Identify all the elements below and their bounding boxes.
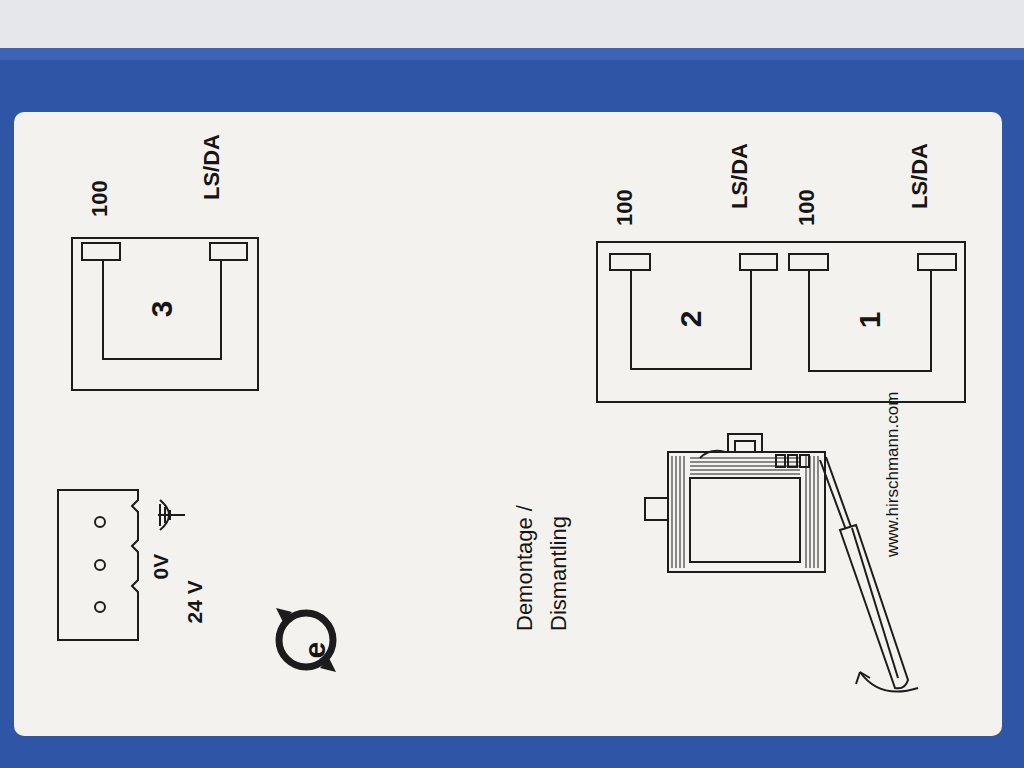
module-frame [597,242,965,402]
port-label: 100 [87,189,124,217]
website-url: www.hirschmann.com [883,535,1024,557]
module-frame [72,238,258,390]
module-number: 3 [145,301,179,318]
port-label: LS/DA [727,181,793,209]
ground-symbol [158,500,185,530]
port-label: 100 [794,198,819,226]
recycle-icon [276,608,336,672]
blue-housing [0,48,1024,768]
instruction-text: Demontage / Dismantling [508,561,658,631]
port-label: 100 [612,198,649,226]
pin-label: 0V [149,553,175,580]
housing-edge [0,48,1024,60]
port-label: LS/DA [727,181,752,209]
white-label [14,112,1002,736]
pin-label: 0V [149,553,173,580]
port-label: 100 [794,198,831,226]
instruction-text: Demontage / Dismantling [508,481,576,631]
module-slot: 3 [102,260,222,360]
module-number: 2 [674,311,708,328]
port-label: LS/DA [907,181,932,209]
power-connector [58,490,138,640]
pin-label: 24 V [183,597,227,624]
pin-label: 24 V [183,597,207,624]
port-label: LS/DA [907,181,973,209]
port-label: LS/DA [199,172,265,200]
module-slot: 1 [808,270,932,372]
recycle-letter: e [298,622,333,659]
dismantling-illustration [645,434,918,692]
module-slot: 2 [630,270,752,370]
website-url: www.hirschmann.com [883,535,903,557]
port-label: 100 [612,198,637,226]
module-number: 1 [853,312,887,329]
port-label: LS/DA [199,172,224,200]
port-label: 100 [87,189,112,217]
recycle-letter: e [298,622,315,659]
